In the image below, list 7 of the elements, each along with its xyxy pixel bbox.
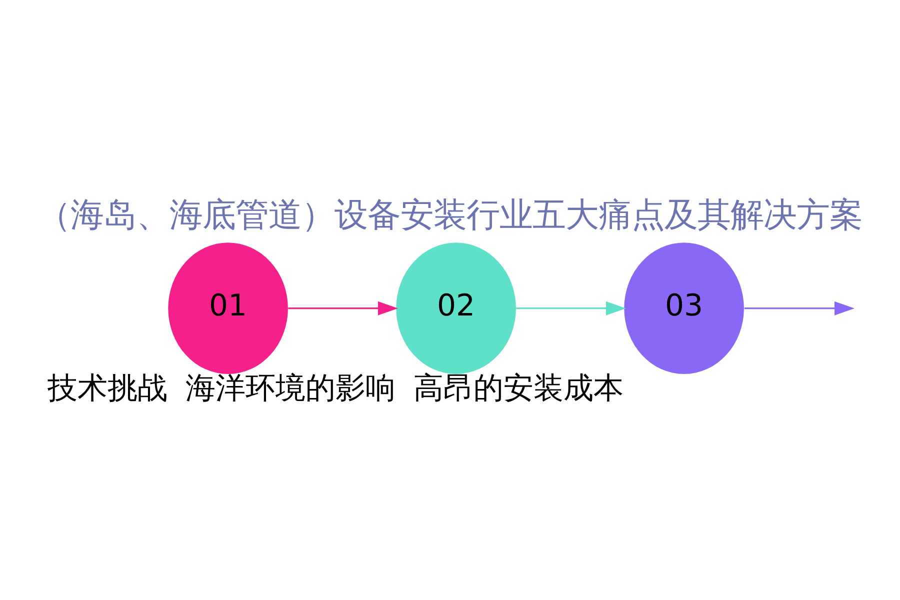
arrow: [516, 301, 626, 316]
diagram-title: （海岛、海底管道）设备安装行业五大痛点及其解决方案: [38, 194, 862, 234]
arrow: [744, 301, 854, 316]
node-circle: 03: [624, 242, 744, 374]
node-circle: 01: [168, 242, 288, 374]
arrow: [288, 301, 398, 316]
node-label: 技术挑战: [47, 371, 168, 406]
